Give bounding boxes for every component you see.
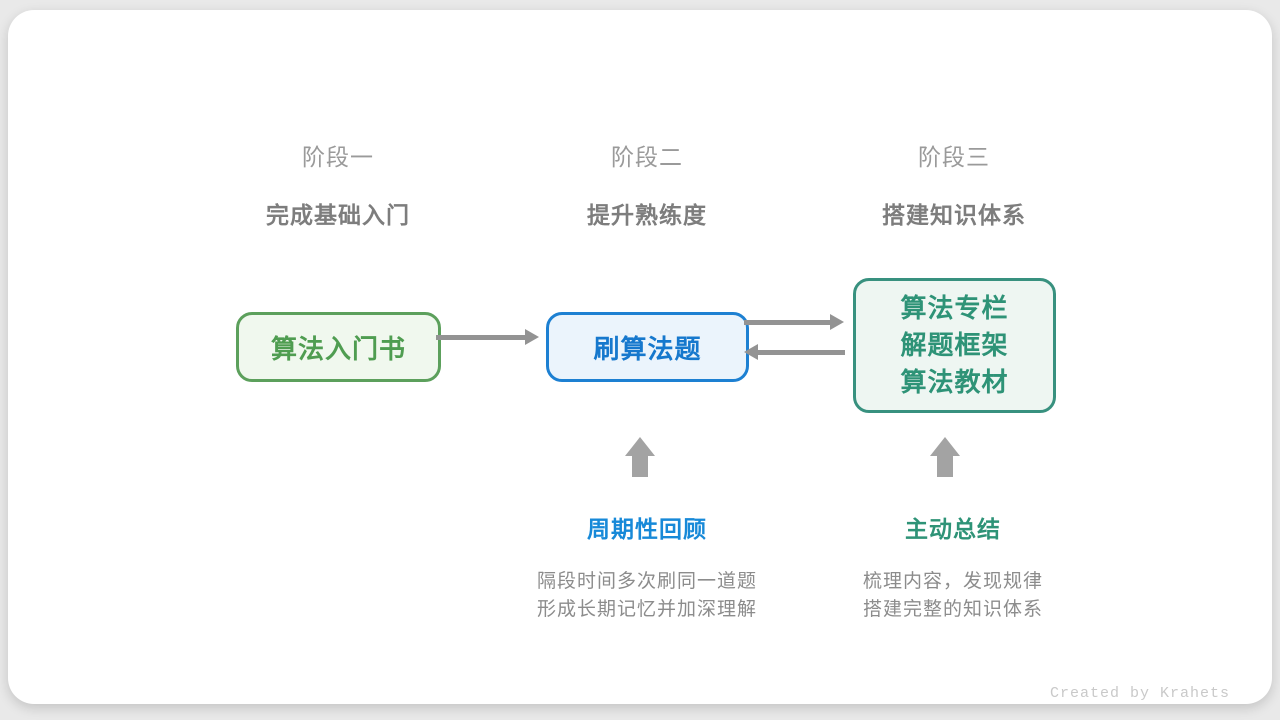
node-beginner-book: 算法入门书 xyxy=(236,312,441,382)
node-resources-line-2: 解题框架 xyxy=(900,330,1009,360)
annotation-review-desc-line-2: 形成长期记忆并加深理解 xyxy=(536,599,757,620)
arrow-line xyxy=(744,320,831,325)
annotation-review-title: 周期性回顾 xyxy=(587,516,707,542)
arrow-up-stem xyxy=(632,455,648,477)
node-practice-problems-label: 刷算法题 xyxy=(593,333,702,364)
annotation-review-desc-line-1: 隔段时间多次刷同一道题 xyxy=(536,571,757,592)
node-resources-line-3: 算法教材 xyxy=(900,367,1009,397)
arrow-right-icon xyxy=(830,314,844,330)
arrow-line xyxy=(757,350,845,355)
node-beginner-book-label: 算法入门书 xyxy=(270,333,406,364)
annotation-active-summary: 主动总结 梳理内容，发现规律 搭建完整的知识体系 xyxy=(793,510,1113,624)
arrow-left-icon xyxy=(744,344,758,360)
stage-column-1: 阶段一 完成基础入门 xyxy=(178,138,498,230)
stage-column-2: 阶段二 提升熟练度 xyxy=(487,138,807,230)
stage-1-label: 阶段一 xyxy=(302,144,374,170)
annotation-summary-desc-line-1: 梳理内容，发现规律 xyxy=(862,571,1043,592)
stage-2-label: 阶段二 xyxy=(611,144,683,170)
annotation-summary-desc-line-2: 搭建完整的知识体系 xyxy=(862,599,1043,620)
node-knowledge-resources: 算法专栏 解题框架 算法教材 xyxy=(853,278,1056,413)
arrow-line xyxy=(436,335,526,340)
arrow-up-icon xyxy=(625,437,655,456)
stage-2-subtitle: 提升熟练度 xyxy=(587,202,707,228)
credit-text: Created by Krahets xyxy=(1049,685,1230,702)
node-practice-problems: 刷算法题 xyxy=(546,312,749,382)
stage-column-3: 阶段三 搭建知识体系 xyxy=(794,138,1114,230)
node-resources-line-1: 算法专栏 xyxy=(900,293,1009,323)
arrow-right-icon xyxy=(525,329,539,345)
arrow-up-stem xyxy=(937,455,953,477)
annotation-periodic-review: 周期性回顾 隔段时间多次刷同一道题 形成长期记忆并加深理解 xyxy=(487,510,807,624)
stage-1-subtitle: 完成基础入门 xyxy=(266,202,410,228)
diagram-card: 阶段一 完成基础入门 阶段二 提升熟练度 阶段三 搭建知识体系 算法入门书 刷算… xyxy=(8,10,1272,704)
stage-3-label: 阶段三 xyxy=(918,144,990,170)
annotation-summary-desc: 梳理内容，发现规律 搭建完整的知识体系 xyxy=(793,568,1113,624)
annotation-review-desc: 隔段时间多次刷同一道题 形成长期记忆并加深理解 xyxy=(487,568,807,624)
stage-3-subtitle: 搭建知识体系 xyxy=(882,202,1026,228)
arrow-up-icon xyxy=(930,437,960,456)
annotation-summary-title: 主动总结 xyxy=(905,516,1001,542)
